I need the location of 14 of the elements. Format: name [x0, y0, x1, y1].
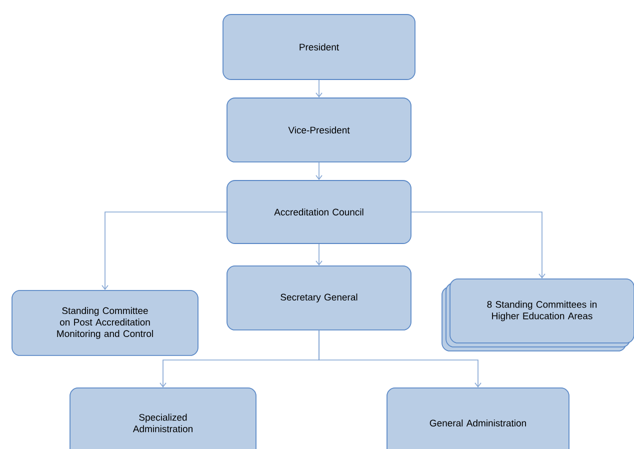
connector-arrow — [411, 212, 546, 279]
connector-arrow — [102, 212, 227, 290]
org-box: Secretary General — [226, 266, 412, 330]
connector-arrow — [318, 330, 482, 388]
connector-arrow — [316, 80, 322, 98]
org-box: President — [222, 14, 416, 80]
org-box: Standing Committee on Post Accreditation Monitoring and Control — [12, 290, 198, 356]
org-box: Vice-President — [226, 98, 412, 162]
org-box: Specialized Administration — [70, 388, 256, 449]
stacked-box: 8 Standing Committees in Higher Education Areas — [442, 278, 634, 352]
org-box: Accreditation Council — [226, 180, 412, 244]
org-box: General Administration — [386, 388, 570, 449]
connector-arrow — [316, 162, 322, 180]
connector-arrow — [316, 244, 322, 266]
